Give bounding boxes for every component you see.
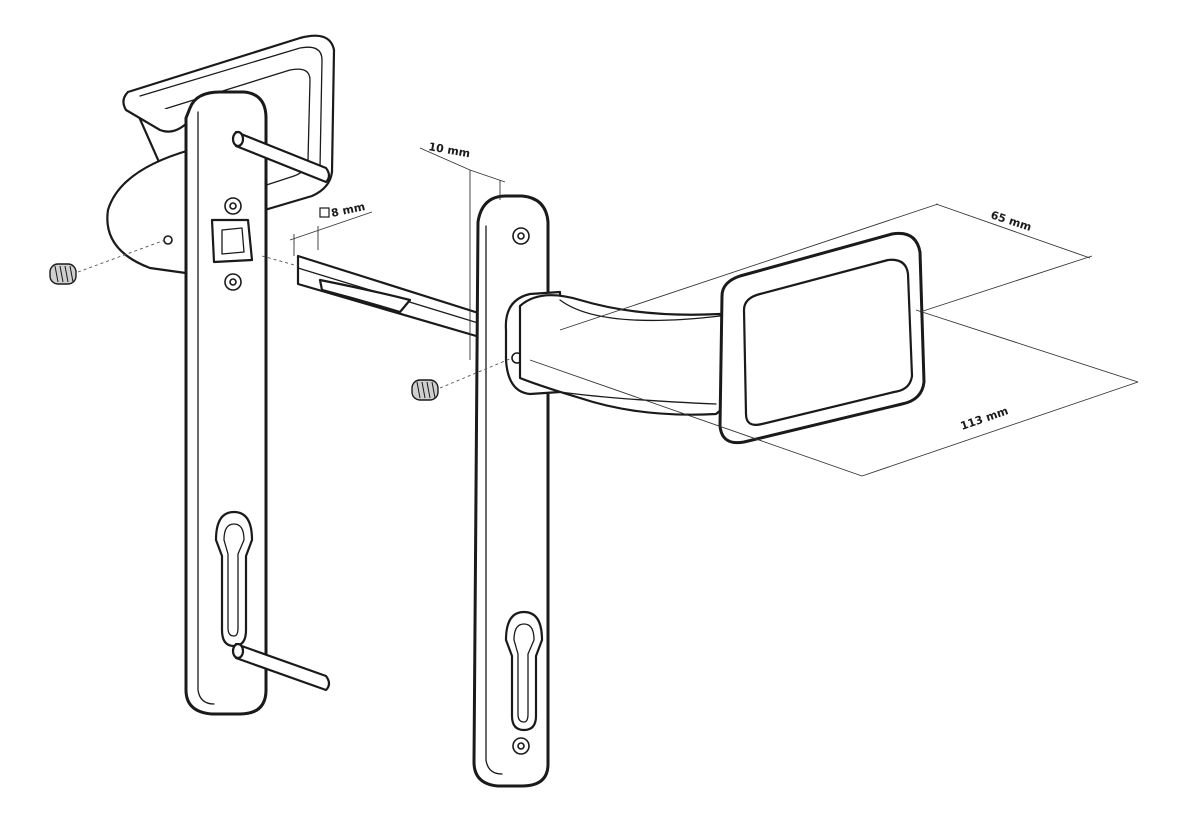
front-lower-screw-center (517, 742, 525, 750)
dimension-spindle: 8 mm (289, 200, 373, 256)
back-grub-screw (49, 263, 77, 285)
front-upper-screw-center (517, 232, 525, 240)
front-handle-lever (518, 294, 732, 416)
back-cylinder-cutout (214, 510, 254, 648)
front-cylinder-cutout (504, 610, 544, 732)
back-backplate (184, 90, 268, 716)
upper-fixing-rod (231, 130, 331, 184)
front-screw-leader (439, 357, 513, 389)
front-backplate (472, 194, 550, 788)
square-symbol (319, 207, 330, 218)
back-upper-screw-center (229, 202, 237, 210)
back-rose-screw-hole (163, 235, 173, 245)
dim-thickness-label: 10 mm (427, 140, 471, 160)
back-lower-screw-center (229, 278, 237, 286)
front-grub-screw (411, 379, 439, 401)
square-spindle (296, 254, 492, 342)
lower-fixing-rod (231, 642, 331, 692)
spindle-leader (261, 255, 299, 267)
front-grip-face (742, 258, 914, 426)
dim-spindle-label: 8 mm (330, 200, 366, 220)
front-handle-grip (718, 231, 926, 445)
back-spindle-hole (210, 218, 254, 264)
